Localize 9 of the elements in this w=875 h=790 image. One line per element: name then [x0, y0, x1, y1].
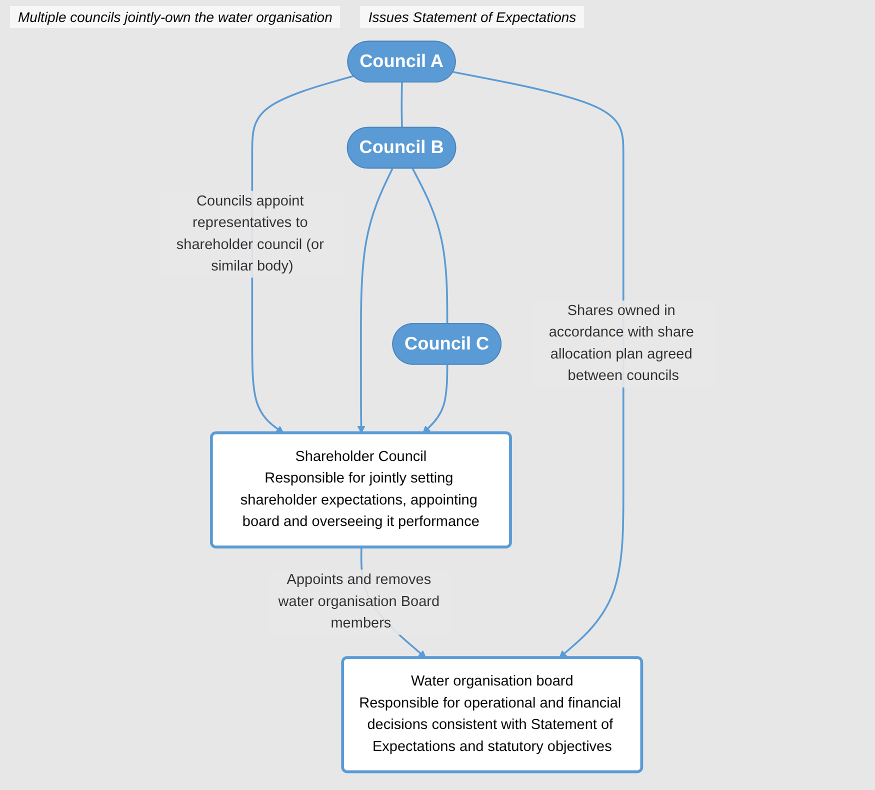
arrow [356, 168, 393, 434]
note-text: Multiple councils jointly-own the water organisation [10, 6, 340, 28]
connector [400, 82, 403, 128]
connector [412, 168, 448, 324]
edge-label: Councils appoint representatives to shareholder council (or similar body) [176, 194, 324, 274]
arrow [422, 364, 448, 434]
edge-label: Appoints and removes water organisation Board members [278, 572, 440, 632]
edge-label: Shares owned in accordance with share allocation plan agreed between councils [548, 303, 694, 384]
note-text: Issues Statement of Expectations [360, 6, 584, 28]
